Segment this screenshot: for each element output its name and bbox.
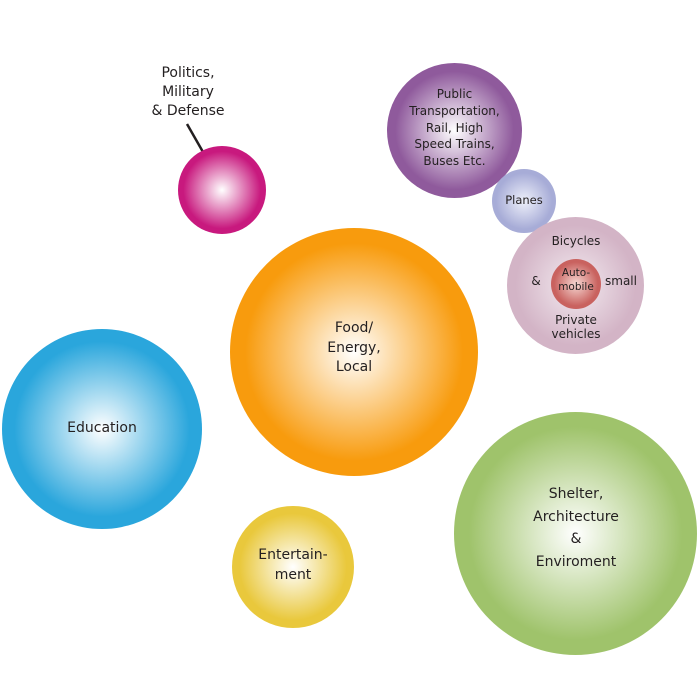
food-energy-local-label: Food/ Energy, Local — [294, 319, 414, 378]
politics-label-line-2: Military — [162, 83, 214, 100]
food-energy-local-bubble — [230, 228, 478, 476]
planes-label: Planes — [492, 193, 556, 208]
bicycles-label-text: Bicycles — [551, 234, 601, 248]
public-transportation-bubble — [387, 63, 522, 198]
food-label-line-2: Energy, — [327, 339, 381, 356]
shelter-bubble — [454, 412, 697, 655]
bicycles-label: Bicycles — [536, 234, 616, 249]
planes-label-text: Planes — [505, 193, 543, 207]
small-label-text: small — [605, 274, 637, 288]
politics-label-line-1: Politics, — [161, 65, 215, 81]
vehicles-label-text: vehicles — [551, 327, 601, 342]
private-label-text: Private — [555, 313, 597, 327]
politics-bubble — [178, 146, 266, 234]
ampersand-label-text: & — [531, 274, 541, 288]
education-label: Education — [2, 420, 202, 438]
public-transportation-label-line-3: Rail, High — [425, 120, 484, 135]
shelter-label-line-4: Enviroment — [535, 554, 617, 571]
public-transportation-label-line-5: Buses Etc. — [423, 154, 486, 169]
education-bubble — [2, 329, 202, 529]
public-transportation-label-line-4: Speed Trains, — [414, 137, 495, 152]
entertainment-label-line-2: ment — [274, 566, 312, 583]
public-transportation-label-line-2: Transportation, — [409, 103, 500, 118]
education-label-text: Education — [67, 420, 137, 436]
ampersand-label: & — [526, 274, 546, 289]
planes-bubble — [492, 169, 556, 233]
shelter-label-line-3: & — [570, 531, 582, 548]
automobile-label-line-1: Auto- — [561, 267, 591, 279]
private-vehicles-label: Private vehicles — [536, 313, 616, 342]
politics-leader-line — [185, 123, 205, 153]
entertainment-label: Entertain- ment — [232, 546, 354, 585]
public-transportation-label: Public Transportation, Rail, High Speed … — [387, 86, 522, 170]
shelter-label-line-1: Shelter, — [548, 486, 604, 502]
entertainment-bubble — [232, 506, 354, 628]
food-label-line-1: Food/ — [334, 320, 374, 336]
politics-label: Politics, Military & Defense — [128, 64, 248, 121]
shelter-label-line-2: Architecture — [533, 508, 619, 525]
politics-label-line-3: & Defense — [151, 102, 225, 119]
entertainment-label-line-1: Entertain- — [258, 547, 328, 563]
automobile-label: Auto- mobile — [551, 267, 601, 294]
food-label-line-3: Local — [335, 359, 373, 376]
public-transportation-label-line-1: Public — [436, 87, 473, 101]
shelter-label: Shelter, Architecture & Enviroment — [506, 483, 646, 574]
automobile-label-line-2: mobile — [558, 280, 594, 293]
automobile-bubble — [551, 259, 601, 309]
small-label: small — [601, 274, 641, 289]
